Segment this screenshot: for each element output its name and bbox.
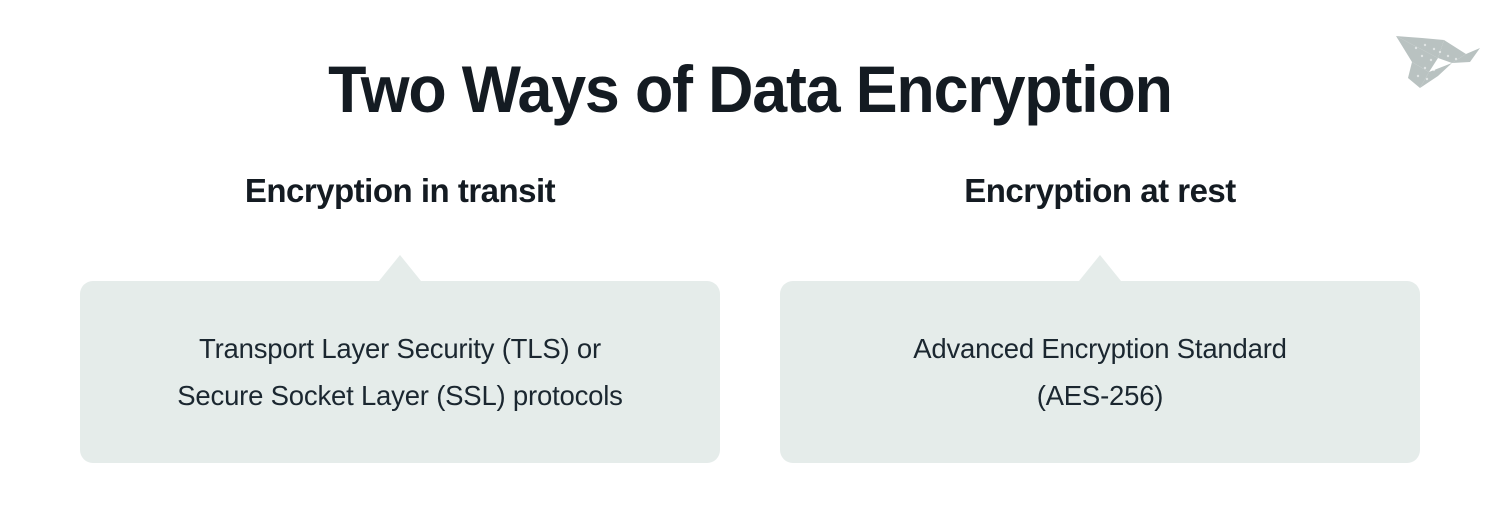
callout-pointer-at-rest xyxy=(1079,255,1121,281)
column-heading-at-rest: Encryption at rest xyxy=(964,172,1236,209)
page-title: Two Ways of Data Encryption xyxy=(328,52,1173,126)
callout-text-at-rest: Advanced Encryption Standard (AES-256) xyxy=(913,333,1287,411)
callout-pointer-in-transit xyxy=(379,255,421,281)
column-encryption-in-transit: Encryption in transit Transport Layer Se… xyxy=(80,170,720,463)
callout-at-rest: Advanced Encryption Standard (AES-256) xyxy=(780,255,1420,463)
callout-bubble-at-rest xyxy=(780,281,1420,463)
column-heading-in-transit: Encryption in transit xyxy=(244,172,556,209)
callout-text-in-transit: Transport Layer Security (TLS) or Secure… xyxy=(177,333,623,411)
column-encryption-at-rest: Encryption at rest Advanced Encryption S… xyxy=(780,170,1420,463)
origami-bird-logo-icon xyxy=(1392,18,1484,92)
callout-bubble-in-transit xyxy=(80,281,720,463)
callout-in-transit: Transport Layer Security (TLS) or Secure… xyxy=(80,255,720,463)
